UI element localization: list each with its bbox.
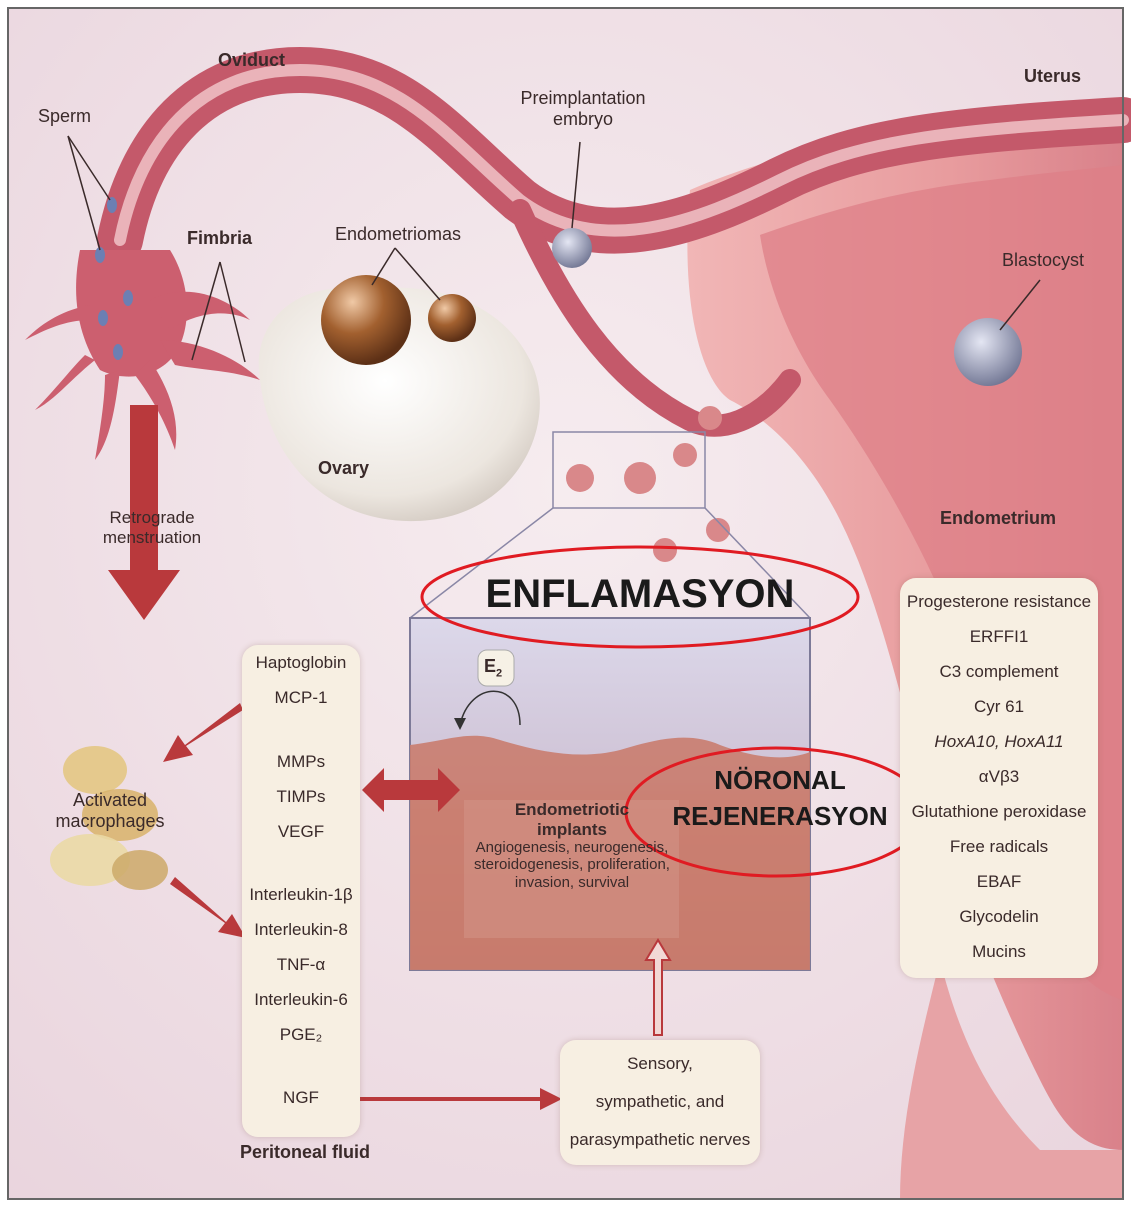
endometrioma-large [321, 275, 411, 365]
peritoneal-list-box: Haptoglobin MCP-1 MMPs TIMPs VEGF Interl… [242, 645, 360, 1137]
implants-title-line-2: implants [462, 820, 682, 840]
label-activated-macrophages: Activated macrophages [50, 790, 170, 831]
peritoneal-item-tnfa: TNF-α [242, 955, 360, 975]
endometrium-item-progesterone: Progesterone resistance [900, 592, 1098, 612]
label-preimplantation-line-2: embryo [518, 109, 648, 130]
endometrium-item-hoxa: HoxA10, HoxA11 [900, 732, 1098, 752]
overlay-noronal-line-1: NÖRONAL [660, 762, 900, 798]
nerves-line-1: Sensory, [560, 1054, 760, 1074]
endometrium-item-glycodelin: Glycodelin [900, 907, 1098, 927]
label-endometrium: Endometrium [940, 508, 1056, 529]
overlay-noronal-rejenerasyon: NÖRONAL REJENERASYON [660, 762, 900, 835]
overlay-enflamasyon: ENFLAMASYON [430, 572, 850, 617]
label-peritoneal-fluid: Peritoneal fluid [240, 1142, 370, 1163]
implants-desc-line-3: invasion, survival [462, 874, 682, 891]
e2-base: E [484, 656, 496, 676]
label-retrograde-line-1: Retrograde [92, 508, 212, 528]
label-preimplantation-line-1: Preimplantation [518, 88, 648, 109]
endometrium-item-free-radicals: Free radicals [900, 837, 1098, 857]
endometrium-list-box: Progesterone resistance ERFFI1 C3 comple… [900, 578, 1098, 978]
endometrium-item-erffi1: ERFFI1 [900, 627, 1098, 647]
endometrium-item-mucins: Mucins [900, 942, 1098, 962]
peritoneal-item-mmps: MMPs [242, 752, 360, 772]
label-endometriomas: Endometriomas [335, 224, 461, 245]
endometrioma-small [428, 294, 476, 342]
peritoneal-item-pge2: PGE₂ [242, 1025, 360, 1045]
e2-label: E2 [484, 656, 502, 680]
nerves-box: Sensory, sympathetic, and parasympatheti… [560, 1040, 760, 1165]
label-preimplantation-embryo: Preimplantation embryo [518, 88, 648, 129]
e2-subscript: 2 [496, 668, 502, 680]
nerves-line-2: sympathetic, and [560, 1092, 760, 1112]
label-oviduct: Oviduct [218, 50, 285, 71]
peritoneal-item-ngf: NGF [242, 1088, 360, 1108]
label-fimbria: Fimbria [187, 228, 252, 249]
label-blastocyst: Blastocyst [1002, 250, 1084, 271]
peritoneal-item-mcp1: MCP-1 [242, 688, 360, 708]
peritoneal-item-il1b: Interleukin-1β [242, 885, 360, 905]
peritoneal-item-timps: TIMPs [242, 787, 360, 807]
preimplantation-embryo-shape [552, 228, 592, 268]
implants-desc-line-2: steroidogenesis, proliferation, [462, 856, 682, 873]
label-retrograde-line-2: menstruation [92, 528, 212, 548]
endometrium-item-c3: C3 complement [900, 662, 1098, 682]
label-macrophages-line-2: macrophages [50, 811, 170, 832]
endometrium-item-ebaf: EBAF [900, 872, 1098, 892]
implants-block: Endometriotic implants Angiogenesis, neu… [462, 800, 682, 891]
nerves-line-3: parasympathetic nerves [560, 1130, 760, 1150]
peritoneal-item-il6: Interleukin-6 [242, 990, 360, 1010]
implants-desc-line-1: Angiogenesis, neurogenesis, [462, 839, 682, 856]
endometrium-item-glutathione: Glutathione peroxidase [900, 802, 1098, 822]
label-sperm: Sperm [38, 106, 91, 127]
endometrium-item-cyr61: Cyr 61 [900, 697, 1098, 717]
label-macrophages-line-1: Activated [50, 790, 170, 811]
overlay-noronal-line-2: REJENERASYON [660, 798, 900, 834]
blastocyst-shape [954, 318, 1022, 386]
peritoneal-item-il8: Interleukin-8 [242, 920, 360, 940]
label-uterus: Uterus [1024, 66, 1081, 87]
endometrium-item-integrin: αVβ3 [900, 767, 1098, 787]
peritoneal-item-haptoglobin: Haptoglobin [242, 653, 360, 673]
implants-title-line-1: Endometriotic [462, 800, 682, 820]
label-ovary: Ovary [318, 458, 369, 479]
label-retrograde-menstruation: Retrograde menstruation [92, 508, 212, 547]
peritoneal-item-vegf: VEGF [242, 822, 360, 842]
